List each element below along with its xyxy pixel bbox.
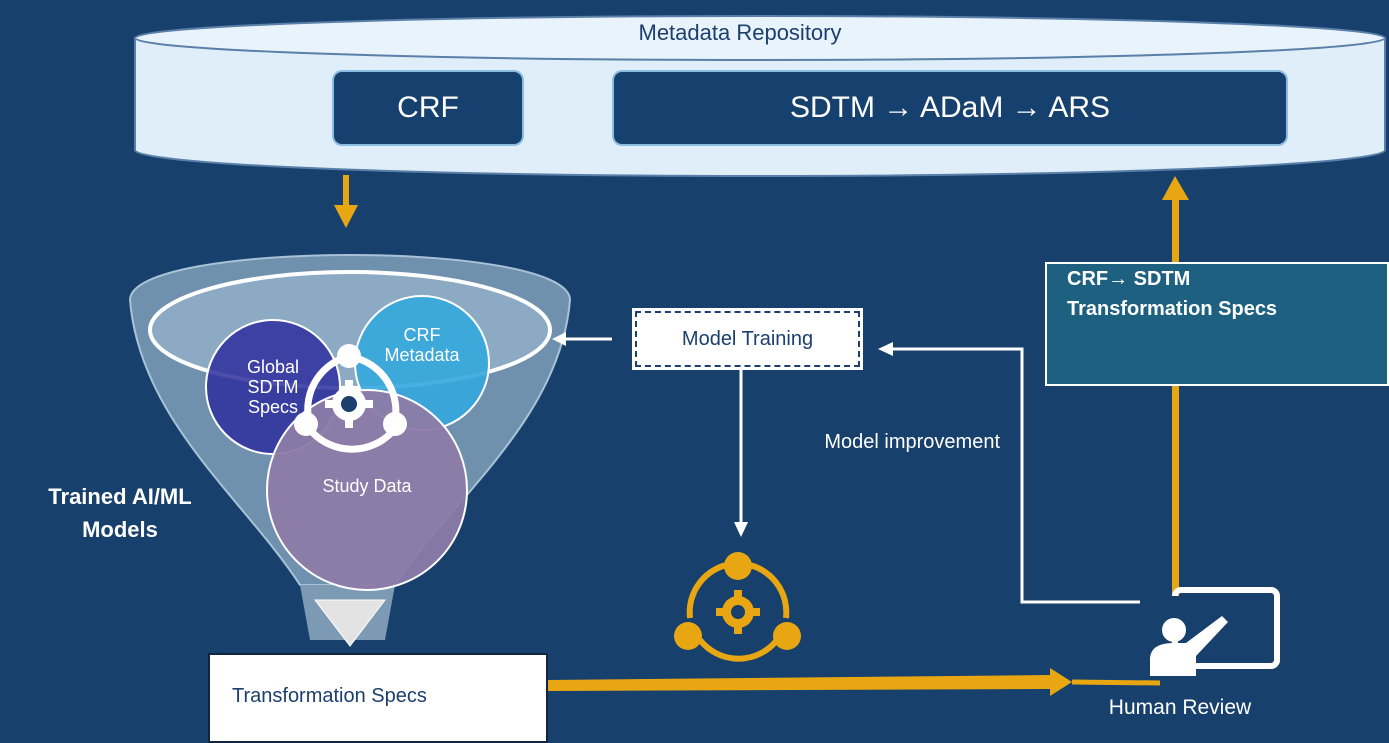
model-training-box: Model Training (632, 308, 863, 370)
arrow-training-to-funnel (552, 332, 612, 346)
arrow-specs-to-review (548, 668, 1161, 696)
sdtm-adam-ars-box: SDTM → ADaM → ARS (612, 70, 1288, 146)
crf-box: CRF (332, 70, 524, 146)
global-sdtm-specs-label: Global SDTM Specs (246, 357, 300, 417)
funnel-gear-icon (294, 344, 407, 453)
arrow-review-to-repository (1162, 176, 1189, 610)
arrow-model-improvement (878, 342, 1140, 604)
metadata-repository-title: Metadata Repository (638, 20, 842, 45)
trained-models-label: Trained AI/ML Models (48, 484, 192, 542)
arrow-training-to-gear (734, 368, 748, 537)
gear-network-icon (674, 552, 801, 662)
crf-metadata-label: CRF Metadata (384, 325, 460, 365)
crf-sdtm-transformation-specs-box: CRF→ SDTM Transformation Specs (1045, 262, 1389, 386)
study-data-label: Study Data (322, 476, 412, 496)
human-review-label: Human Review (1108, 696, 1252, 719)
transformation-specs-box: Transformation Specs (208, 653, 548, 743)
presenter-board-icon (1150, 587, 1280, 676)
crf-sdtm-specs-line1: CRF→ SDTM (1067, 268, 1191, 290)
crf-sdtm-specs-line2: Transformation Specs (1067, 298, 1278, 320)
arrow-repository-to-funnel (334, 175, 358, 228)
model-improvement-label: Model improvement (824, 431, 1000, 453)
